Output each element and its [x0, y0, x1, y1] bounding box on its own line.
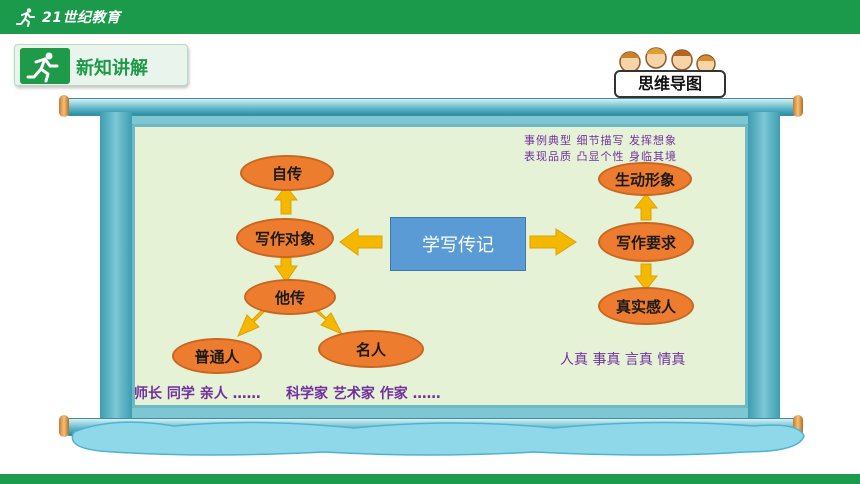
- brand-logo: 21世纪教育: [16, 6, 120, 28]
- rod-knob: [793, 95, 803, 117]
- mindmap-badge: 思维导图: [608, 44, 728, 98]
- center-topic: 学写传记: [390, 217, 526, 271]
- arrow-to-biography: [274, 257, 298, 283]
- hint-line-1: 事例典型 细节描写 发挥想象: [524, 134, 677, 147]
- node-vivid: 生动形象: [598, 162, 692, 196]
- examples-ordinary: 师长 同学 亲人 ……: [134, 386, 261, 402]
- arrow-to-truthful: [633, 263, 659, 291]
- rod-knob: [59, 415, 69, 437]
- rod-knob: [59, 95, 69, 117]
- truths-line: 人真 事真 言真 情真: [560, 352, 686, 368]
- examples-famous: 科学家 艺术家 作家 ……: [286, 386, 441, 402]
- arrow-center-to-right: [529, 228, 577, 256]
- arrow-to-ordinary: [237, 309, 265, 337]
- runner-icon: [16, 8, 35, 27]
- rod-knob: [793, 415, 803, 437]
- section-title: 新知讲解: [76, 58, 148, 79]
- node-truthful: 真实感人: [598, 287, 694, 325]
- node-biography: 他传: [244, 279, 336, 315]
- runner-icon: [20, 48, 70, 84]
- water-base: [71, 421, 805, 456]
- node-autobiography: 自传: [240, 155, 334, 191]
- brand-name: 21世纪教育: [42, 10, 121, 26]
- section-tag: 新知讲解: [14, 44, 194, 88]
- node-ordinary-people: 普通人: [172, 338, 262, 374]
- arrow-to-vivid: [633, 193, 659, 221]
- node-famous-people: 名人: [318, 330, 424, 368]
- scroll-right-side: [748, 112, 780, 436]
- arrow-to-autobiography: [273, 185, 299, 215]
- mindmap-label: 思维导图: [614, 70, 726, 98]
- scroll-left-side: [100, 112, 132, 436]
- scroll-top-rod: [59, 95, 803, 117]
- top-bar: [0, 0, 860, 34]
- hint-line-2: 表现品质 凸显个性 身临其境: [524, 150, 677, 163]
- node-writing-subject: 写作对象: [236, 218, 334, 258]
- node-writing-requirements: 写作要求: [598, 222, 694, 262]
- bottom-bar: [0, 474, 860, 484]
- arrow-center-to-left: [339, 228, 383, 256]
- kids-cartoon-icon: [619, 47, 716, 74]
- arrow-to-famous: [315, 309, 344, 336]
